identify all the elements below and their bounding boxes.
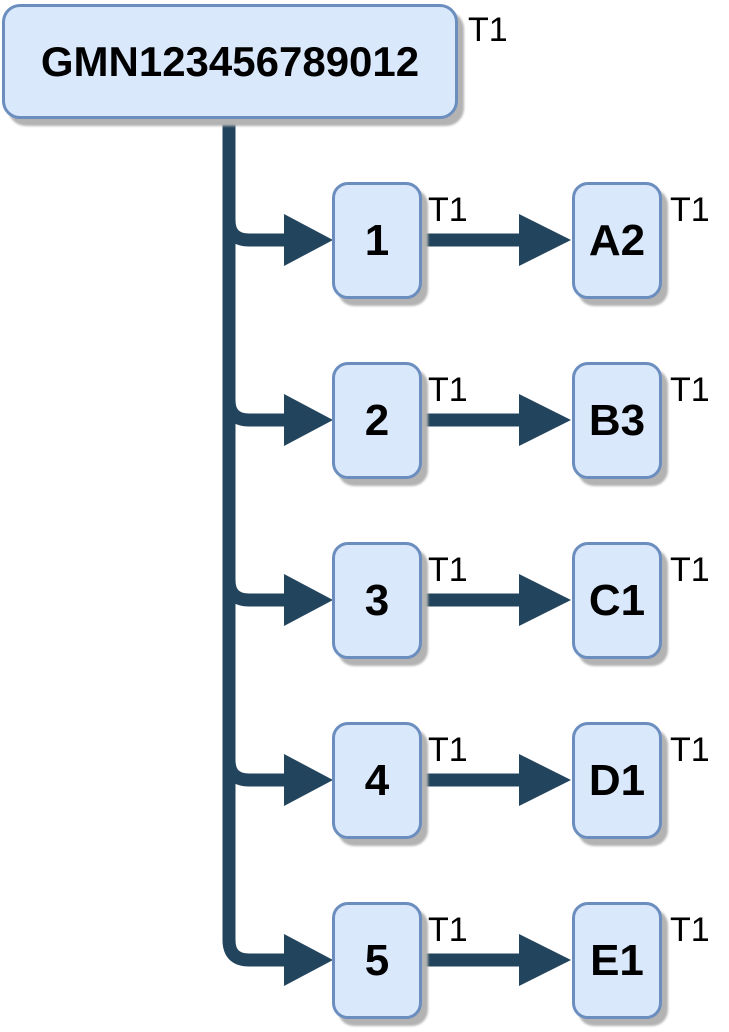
branch-row-5: 5 T1 E1 T1	[0, 902, 729, 1019]
branch-row-4: 4 T1 D1 T1	[0, 722, 729, 839]
branch-row-2: 2 T1 B3 T1	[0, 362, 729, 479]
node-tag: T1	[670, 371, 710, 409]
node-label: GMN123456789012	[40, 37, 420, 85]
branch-row-3: 3 T1 C1 T1	[0, 542, 729, 659]
connector-4-to-d1	[422, 754, 571, 806]
node-tag: T1	[670, 911, 710, 949]
node-1[interactable]: 1	[332, 182, 422, 299]
node-label: 2	[364, 395, 390, 445]
node-4[interactable]: 4	[332, 722, 422, 839]
node-label: A2	[588, 215, 646, 265]
node-3[interactable]: 3	[332, 542, 422, 659]
connector-1-to-a2	[422, 214, 571, 266]
node-d1[interactable]: D1	[572, 722, 662, 839]
node-label: 1	[364, 215, 390, 265]
node-label: 3	[364, 575, 390, 625]
node-c1[interactable]: C1	[572, 542, 662, 659]
connector-5-to-e1	[422, 934, 571, 986]
node-tag: T1	[670, 731, 710, 769]
node-tag: T1	[670, 191, 710, 229]
node-tag: T1	[428, 371, 468, 409]
connector-root-to-5	[222, 119, 333, 986]
node-tag: T1	[428, 911, 468, 949]
node-e1[interactable]: E1	[572, 902, 662, 1019]
node-label: 5	[364, 935, 390, 985]
node-label: 4	[364, 755, 390, 805]
node-5[interactable]: 5	[332, 902, 422, 1019]
node-tag: T1	[670, 551, 710, 589]
connector-2-to-b3	[422, 394, 571, 446]
connector-3-to-c1	[422, 574, 571, 626]
branch-row-1: 1 T1 A2 T1	[0, 182, 729, 299]
node-label: C1	[588, 575, 646, 625]
node-tag: T1	[428, 191, 468, 229]
node-root[interactable]: GMN123456789012	[2, 4, 458, 119]
node-label: E1	[590, 935, 644, 985]
node-label: B3	[588, 395, 646, 445]
node-label: D1	[588, 755, 646, 805]
node-2[interactable]: 2	[332, 362, 422, 479]
node-tag: T1	[428, 551, 468, 589]
node-tag: T1	[468, 11, 508, 49]
node-a2[interactable]: A2	[572, 182, 662, 299]
node-tag: T1	[428, 731, 468, 769]
node-b3[interactable]: B3	[572, 362, 662, 479]
